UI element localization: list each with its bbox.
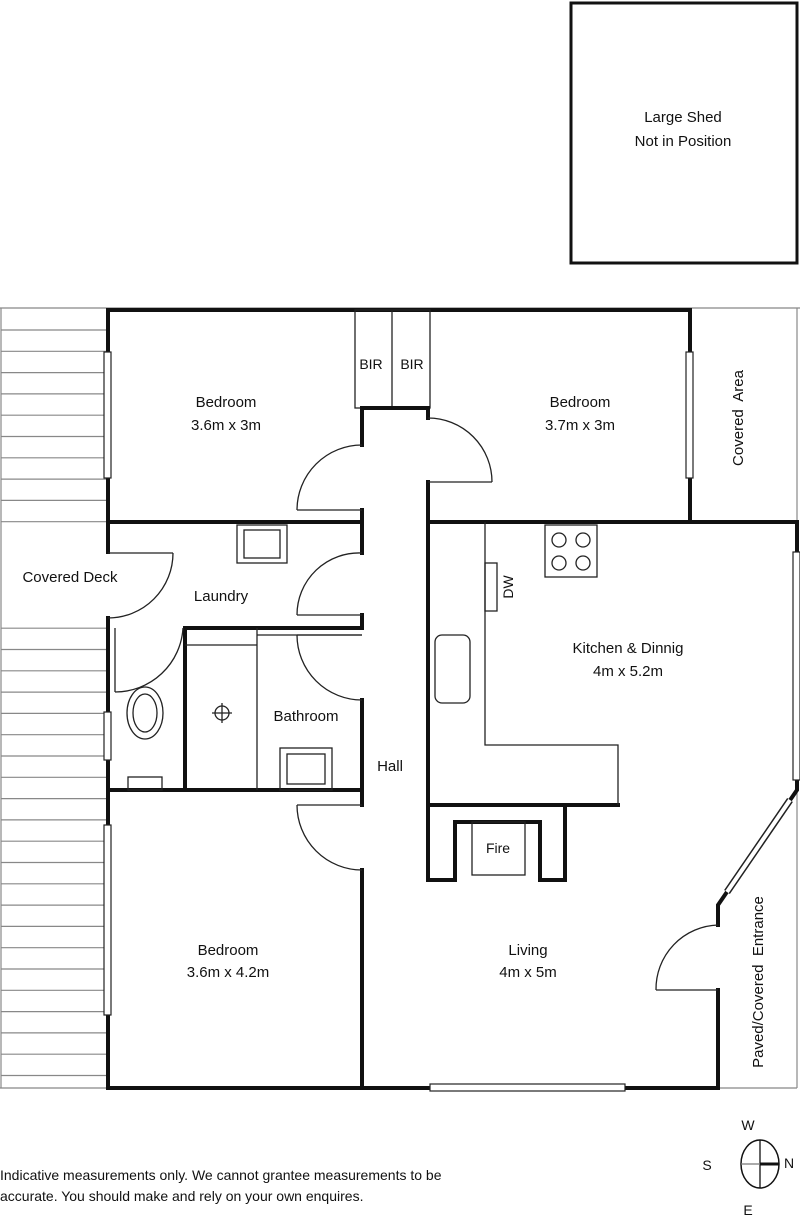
bedroom3-name: Bedroom	[198, 942, 259, 959]
vanity	[279, 747, 333, 791]
window	[103, 711, 112, 761]
compass-n: N	[784, 1155, 794, 1171]
door-entrance	[655, 924, 719, 991]
sink	[434, 634, 471, 704]
interior-walls	[106, 406, 620, 1090]
window	[103, 351, 112, 479]
kitchen-name: Kitchen & Dinnig	[573, 640, 684, 657]
entrance-label: Paved/Covered Entrance	[750, 896, 767, 1068]
laundry-label: Laundry	[194, 588, 249, 605]
door-laundry	[296, 552, 363, 616]
outdoor-outline	[718, 308, 798, 1089]
fireplace	[471, 821, 526, 876]
door-bathroom	[296, 634, 363, 701]
bedroom3-size: 3.6m x 4.2m	[187, 964, 270, 981]
living-name: Living	[508, 942, 547, 959]
disclaimer-line2: accurate. You should make and rely on yo…	[0, 1188, 363, 1204]
hall-label: Hall	[377, 758, 403, 775]
bedroom2-size: 3.7m x 3m	[545, 417, 615, 434]
window	[103, 824, 112, 1016]
kitchen-size: 4m x 5.2m	[593, 663, 663, 680]
built-in-robes	[354, 309, 431, 410]
doors	[107, 417, 719, 991]
window	[429, 1083, 626, 1092]
door-bedroom2	[427, 417, 493, 483]
laundry-trough	[236, 524, 288, 564]
bathroom-label: Bathroom	[273, 708, 338, 725]
compass-icon	[740, 1139, 780, 1189]
bedroom1-name: Bedroom	[196, 394, 257, 411]
windows	[103, 351, 800, 1092]
shed-label-line1: Large Shed	[644, 109, 722, 126]
door-toilet	[114, 627, 184, 693]
cooktop-icon	[544, 524, 598, 578]
bedroom1-size: 3.6m x 3m	[191, 417, 261, 434]
door-bedroom1	[296, 444, 363, 511]
shed-label-line2: Not in Position	[635, 133, 732, 150]
bir-label-2: BIR	[400, 356, 423, 372]
bedroom2-name: Bedroom	[550, 394, 611, 411]
compass-e: E	[743, 1202, 752, 1218]
compass-s: S	[702, 1157, 711, 1173]
window	[792, 551, 800, 781]
door-bedroom3	[296, 804, 363, 871]
fire-label: Fire	[486, 840, 510, 856]
bir-label-1: BIR	[359, 356, 382, 372]
dishwasher	[484, 562, 498, 612]
living-size: 4m x 5m	[499, 964, 557, 981]
toilet-icon	[126, 686, 164, 740]
covered-area-label: Covered Area	[730, 369, 747, 466]
fixtures	[126, 522, 619, 876]
disclaimer-line1: Indicative measurements only. We cannot …	[0, 1167, 442, 1183]
dw-label: DW	[500, 575, 516, 599]
covered-deck-slats	[0, 307, 800, 1089]
window	[685, 351, 694, 479]
shed-outline	[569, 1, 799, 265]
door-deck	[107, 552, 174, 619]
compass-w: W	[741, 1117, 755, 1133]
covered-deck-label: Covered Deck	[22, 569, 118, 586]
